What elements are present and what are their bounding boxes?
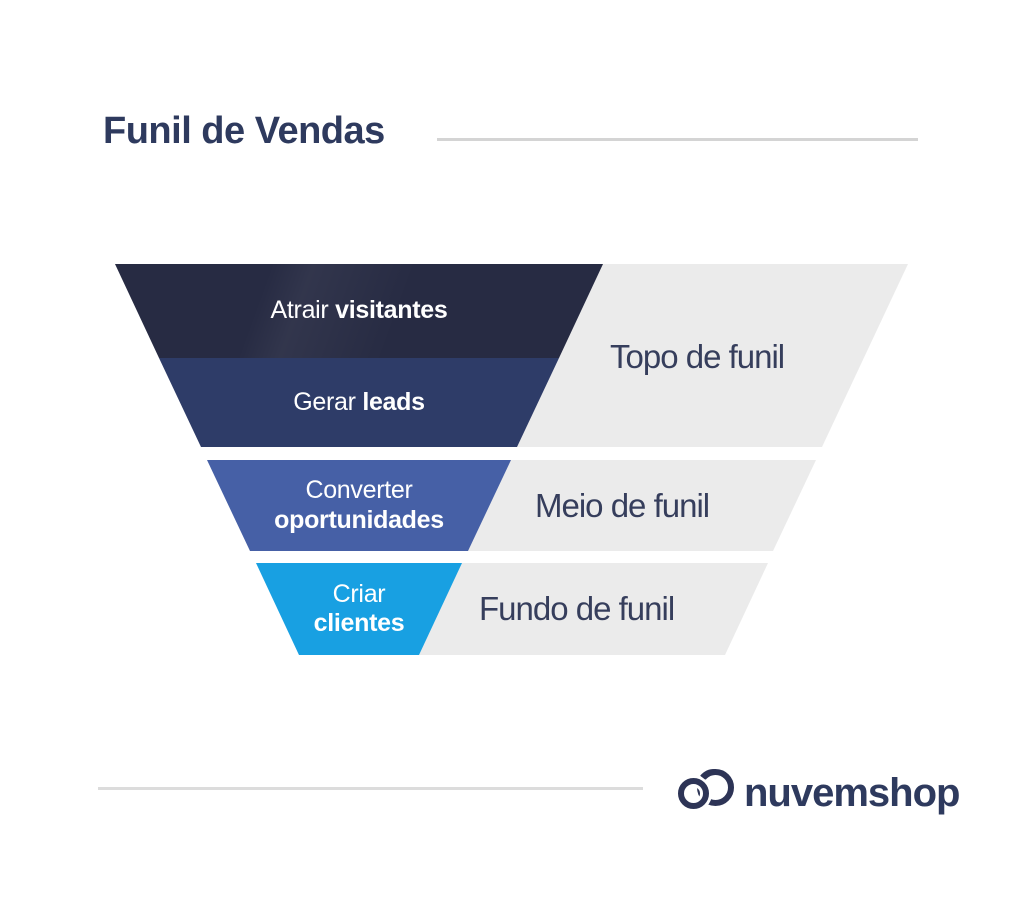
funnel-stage-atrair-visitantes [115, 264, 603, 358]
nuvemshop-rings-icon [675, 768, 744, 817]
band-fundo [400, 563, 768, 655]
page-title: Funil de Vendas [103, 110, 385, 152]
band-label-meio: Meio de funil [535, 487, 710, 524]
stage-label-gerar-leads: Gerar leads [293, 387, 425, 416]
band-label-fundo: Fundo de funil [479, 590, 675, 627]
band-label-topo: Topo de funil [610, 338, 785, 375]
title-divider-line [437, 138, 918, 141]
stage-label-atrair-visitantes: Atrair visitantes [270, 296, 448, 325]
funnel-stage-gerar-leads [159, 358, 559, 447]
footer-divider-line [98, 787, 643, 790]
funnel-stage-converter-oportunidades [207, 460, 511, 551]
brand-name: nuvemshop [744, 770, 960, 815]
brand-lockup: nuvemshop [675, 768, 960, 817]
